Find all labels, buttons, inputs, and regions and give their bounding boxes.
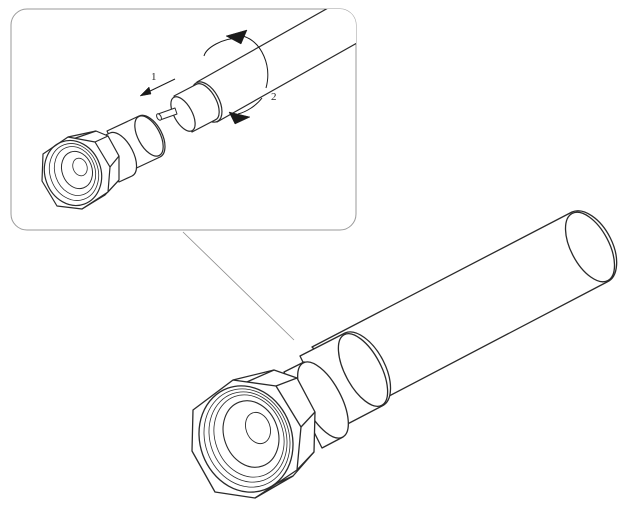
- inset-illustration: [41, 9, 356, 210]
- leader-line: [182, 231, 295, 341]
- arrow-left-icon: [139, 78, 176, 97]
- main-cable: [311, 210, 618, 406]
- rotation-arrow-icon: [203, 29, 269, 125]
- inset-dielectric: [170, 83, 220, 133]
- main-crimp-sleeve: [299, 331, 392, 431]
- main-connector-illustration: [191, 210, 618, 499]
- step-1-label: 1: [151, 71, 157, 83]
- step-2-label: 2: [271, 91, 277, 103]
- inset-center-pin: [156, 107, 178, 121]
- main-hex-nut: [191, 369, 316, 499]
- main-thread-opening: [198, 385, 294, 493]
- inset-thread-opening: [43, 139, 103, 207]
